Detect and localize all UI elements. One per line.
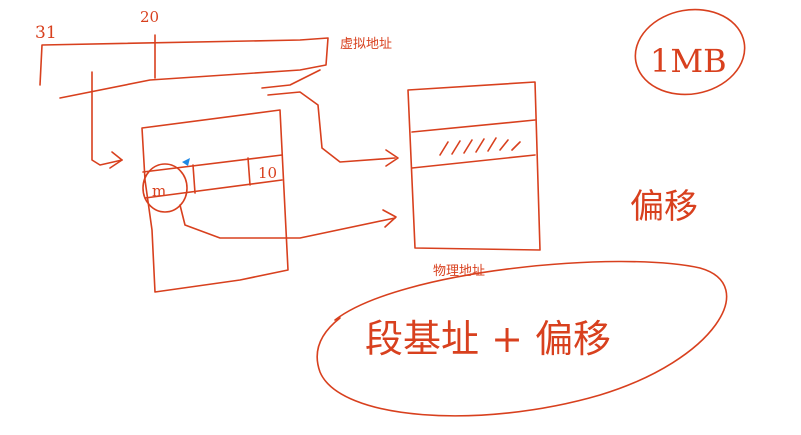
index-arrow [91,71,123,166]
base-entry-circle [142,163,188,213]
segment-table-row-split-2 [247,157,251,186]
segment-table-row-top [142,154,283,173]
segment-table-box [141,109,289,293]
pen-cursor-icon [182,158,190,166]
physical-memory-segment-top [411,119,536,133]
bit-label-20: 20 [140,8,159,26]
segment-table-row-split [192,164,196,194]
size-note-circle [634,8,746,96]
physical-memory-segment-bottom [411,154,536,169]
virtual-address-right-brace [261,69,321,89]
base-to-memory-arrow-head [385,149,399,167]
entry-end-label: 10 [258,164,277,182]
index-arrow-head [109,151,123,169]
formula-ellipse [316,260,728,417]
segment-table-row-bottom [144,179,283,199]
base-to-memory-arrow [267,91,396,163]
physical-memory-hatch [439,137,521,156]
size-note: 1MB [650,42,727,80]
virtual-address-box [39,37,329,99]
formula-note: 段基址 + 偏移 [365,317,611,361]
virtual-address-label: 虚拟地址 [340,37,392,52]
physical-address-label: 物理地址 [433,264,485,279]
offset-arrow-head [382,209,397,228]
bit-label-31: 31 [35,23,57,43]
base-entry-label: m [152,182,166,200]
offset-note: 偏移 [630,187,698,227]
offset-arrow [179,204,396,239]
physical-memory-box [407,81,541,251]
